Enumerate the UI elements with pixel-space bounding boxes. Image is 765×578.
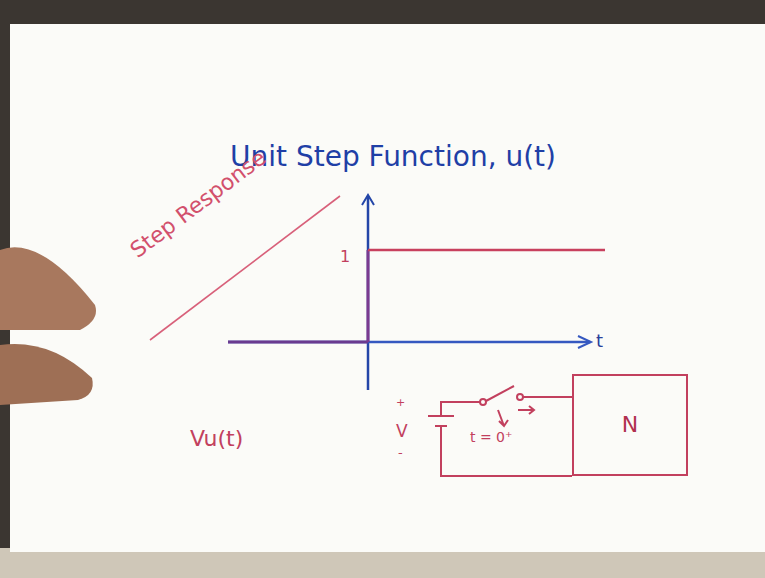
step-zero-segment <box>228 341 368 344</box>
polarity-mark: + <box>396 397 405 408</box>
axis-arrowhead <box>362 195 374 205</box>
signal-name: Vu(t) <box>190 428 243 450</box>
polarity-mark: - <box>398 446 403 459</box>
axis-value: 1 <box>340 249 350 265</box>
wire <box>441 402 480 416</box>
switch-contact <box>480 399 486 405</box>
step-level <box>368 249 605 252</box>
switch-contact <box>517 394 523 400</box>
wire <box>523 396 572 398</box>
source-label: V <box>396 423 408 440</box>
switch-arrow <box>498 410 508 426</box>
hand-finger <box>0 344 93 405</box>
time-axis <box>228 341 590 344</box>
wire <box>441 426 572 476</box>
title: Unit Step Function, u(t) <box>230 143 556 171</box>
circuit <box>428 386 572 476</box>
battery-plate <box>428 415 454 417</box>
axis-label: t <box>596 332 603 350</box>
hand-finger <box>0 247 96 330</box>
switch-blade <box>486 386 514 401</box>
table-surface <box>0 548 765 578</box>
paper <box>10 24 765 552</box>
network-box: N <box>572 374 688 476</box>
axis-arrowhead <box>578 336 591 348</box>
vertical-axis <box>367 196 370 390</box>
switch-time-label: t = 0⁺ <box>470 430 512 444</box>
step-edge <box>367 250 370 342</box>
box-text: N <box>622 414 638 436</box>
switch-arrow <box>518 406 534 414</box>
